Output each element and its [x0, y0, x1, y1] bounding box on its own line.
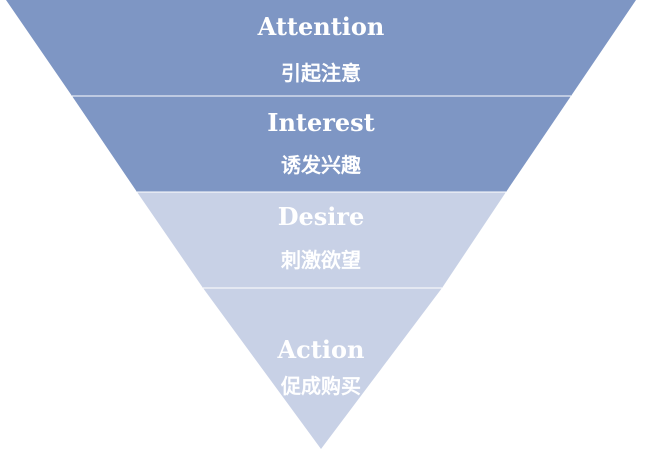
- funnel-stage-attention: Attention 引起注意: [6, 0, 636, 96]
- stage-label-zh-desire: 刺激欲望: [281, 248, 361, 272]
- stage-label-zh-attention: 引起注意: [281, 61, 361, 85]
- stage-label-zh-interest: 诱发兴趣: [281, 153, 362, 177]
- funnel-stage-action: Action 促成购买: [203, 288, 442, 449]
- stage-label-action: Action: [277, 335, 365, 364]
- funnel-band-interest: [72, 96, 571, 192]
- funnel-stage-desire: Desire 刺激欲望: [137, 192, 506, 288]
- funnel-band-attention: [6, 0, 636, 96]
- stage-label-attention: Attention: [257, 12, 385, 41]
- stage-label-desire: Desire: [278, 202, 365, 231]
- stage-label-interest: Interest: [267, 108, 375, 137]
- funnel-band-desire: [137, 192, 506, 288]
- stage-label-zh-action: 促成购买: [280, 374, 361, 398]
- funnel-stage-interest: Interest 诱发兴趣: [72, 96, 571, 192]
- funnel-band-action: [203, 288, 442, 449]
